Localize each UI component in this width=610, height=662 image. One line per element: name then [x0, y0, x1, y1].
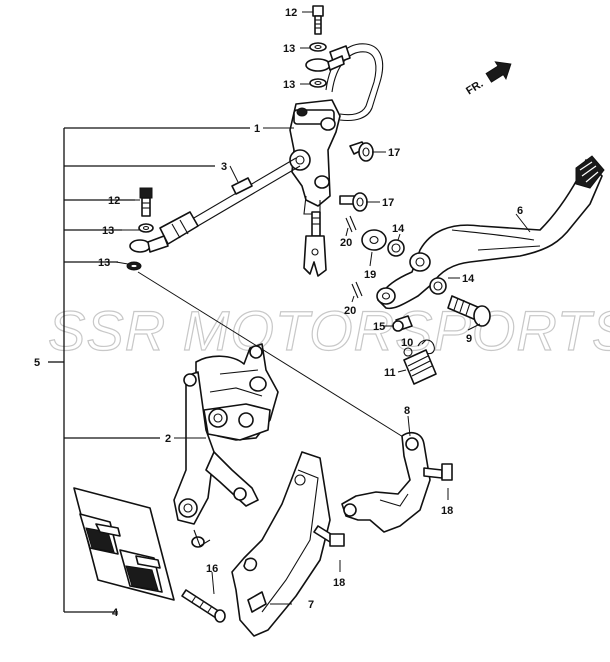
dust-seal-lower — [429, 277, 447, 295]
callout-15: 15 — [373, 321, 385, 333]
front-arrow-icon — [485, 61, 512, 83]
callout-13-top-1: 13 — [283, 43, 295, 55]
callout-16: 16 — [206, 563, 218, 575]
callout-20-lower: 20 — [344, 305, 356, 317]
callout-12-top: 12 — [285, 7, 297, 19]
callout-18-right: 18 — [441, 505, 453, 517]
callout-11: 11 — [384, 367, 396, 379]
brake-pedal — [376, 155, 605, 310]
bracket-bolt-right — [423, 463, 453, 481]
callout-7: 7 — [308, 599, 314, 611]
callout-6: 6 — [517, 205, 523, 217]
callout-17-upper: 17 — [388, 147, 400, 159]
callout-14-lower: 14 — [462, 273, 475, 285]
dust-seal-upper — [387, 239, 405, 257]
cotter-pin-lower — [351, 281, 363, 299]
caliper-banjo-fitting — [129, 235, 169, 253]
callout-13-lower-1: 13 — [102, 225, 114, 237]
callout-20-upper: 20 — [340, 237, 352, 249]
bracket-bolt-lower — [313, 525, 345, 547]
pivot-washer — [361, 229, 387, 251]
sealing-washer-top-2 — [309, 78, 327, 88]
callout-4: 4 — [112, 607, 119, 619]
brake-pad-front — [79, 513, 121, 555]
mounting-bolt-upper — [349, 141, 374, 162]
sealing-washer-top-1 — [309, 42, 327, 52]
callout-labels: 12 13 13 1 17 3 17 12 6 13 14 20 13 19 1… — [34, 7, 523, 619]
callout-5: 5 — [34, 357, 40, 369]
callout-2: 2 — [165, 433, 171, 445]
spring-hook — [417, 339, 435, 355]
clevis-pin — [392, 315, 413, 332]
rear-brake-caliper — [195, 343, 279, 441]
banjo-bolt-lower — [139, 187, 153, 217]
cotter-pin-upper — [345, 215, 357, 233]
front-direction-arrow: FR. — [464, 61, 512, 98]
mounting-bolt-lower — [339, 192, 368, 212]
callout-17-lower: 17 — [382, 197, 394, 209]
assembly-bracket — [48, 127, 250, 613]
banjo-bolt-top — [312, 5, 324, 35]
callout-12-lower: 12 — [108, 195, 120, 207]
callout-19: 19 — [364, 269, 376, 281]
hose-banjo-fitting — [305, 55, 345, 72]
pedal-pivot-bolt — [447, 295, 491, 327]
callout-18-lower: 18 — [333, 577, 345, 589]
disc-guard — [231, 451, 331, 637]
callout-8: 8 — [404, 405, 410, 417]
brake-pad-rear — [119, 549, 163, 593]
callout-14-upper: 14 — [392, 223, 405, 235]
callout-1: 1 — [254, 123, 260, 135]
guard-mounting-bracket — [341, 431, 431, 533]
sealing-washer-lower-1 — [138, 223, 154, 233]
callout-3: 3 — [221, 161, 227, 173]
front-direction-label: FR. — [464, 78, 485, 98]
watermark: SSR MOTORSPORTS — [48, 299, 610, 362]
brake-pad-set — [73, 487, 175, 601]
callout-13-top-2: 13 — [283, 79, 295, 91]
callout-13-lower-2: 13 — [98, 257, 110, 269]
callout-10: 10 — [401, 337, 413, 349]
return-spring — [403, 347, 437, 385]
callout-9: 9 — [466, 333, 472, 345]
brake-hose-lower — [159, 157, 301, 245]
pad-pin — [181, 589, 226, 623]
caliper-bracket — [173, 371, 259, 548]
callout-leaders — [115, 11, 531, 605]
master-cylinder — [289, 99, 341, 277]
